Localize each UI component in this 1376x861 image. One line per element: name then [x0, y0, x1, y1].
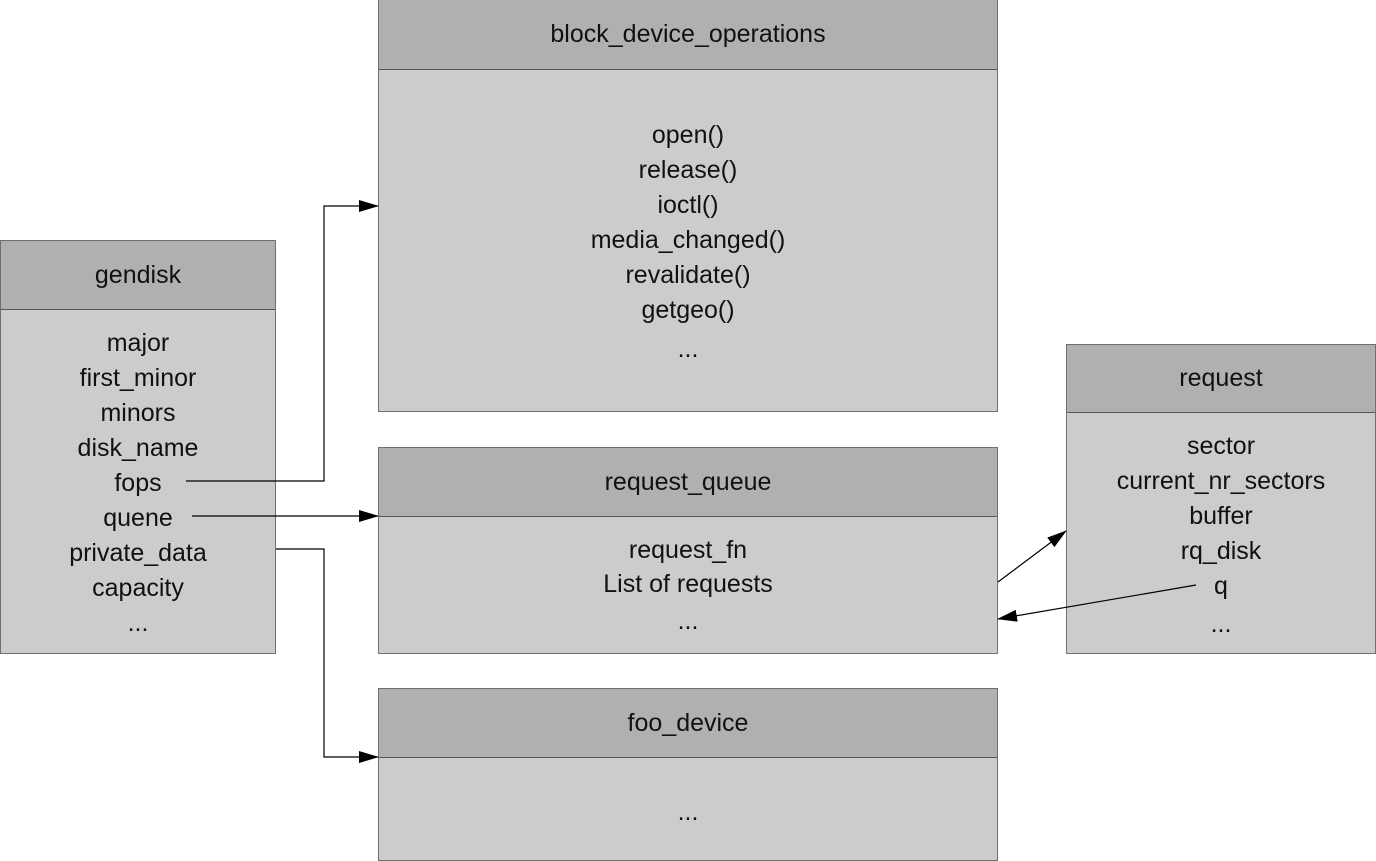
gendisk-title: gendisk [1, 241, 275, 310]
field-getgeo: getgeo() [641, 296, 735, 324]
field-major: major [106, 329, 170, 357]
field-current-nr-sectors: current_nr_sectors [1116, 467, 1326, 495]
block-device-operations-fields: open() release() ioctl() media_changed()… [379, 70, 997, 411]
field-ellipsis: ... [677, 335, 699, 363]
gendisk-fields: major first_minor minors disk_name fops … [1, 310, 275, 653]
field-fops: fops [114, 469, 162, 497]
arrow-private-data-to-foo-device [276, 548, 379, 763]
field-first-minor: first_minor [79, 364, 197, 392]
request-fields: sector current_nr_sectors buffer rq_disk… [1067, 413, 1375, 653]
block-device-operations-struct: block_device_operations open() release()… [378, 0, 998, 412]
foo-device-fields: ... [379, 758, 997, 860]
request-struct: request sector current_nr_sectors buffer… [1066, 344, 1376, 654]
field-minors: minors [100, 399, 176, 427]
field-media-changed: media_changed() [590, 226, 786, 254]
field-rq-disk: rq_disk [1180, 537, 1262, 565]
request-title: request [1067, 345, 1375, 413]
request-queue-fields: request_fn List of requests ... [379, 517, 997, 653]
field-private-data: private_data [69, 539, 207, 567]
field-ellipsis: ... [677, 607, 699, 635]
field-open: open() [651, 121, 725, 149]
field-sector: sector [1186, 432, 1256, 460]
field-ellipsis: ... [1210, 610, 1232, 638]
foo-device-struct: foo_device ... [378, 688, 998, 861]
field-ellipsis: ... [127, 609, 149, 637]
field-capacity: capacity [92, 574, 184, 602]
field-buffer: buffer [1189, 502, 1253, 530]
field-request-fn: request_fn [628, 536, 748, 564]
field-list-of-requests: List of requests [603, 570, 773, 598]
field-revalidate: revalidate() [625, 261, 751, 289]
request-queue-title: request_queue [379, 448, 997, 517]
foo-device-title: foo_device [379, 689, 997, 758]
field-release: release() [638, 156, 738, 184]
field-quene: quene [103, 504, 173, 532]
field-ioctl: ioctl() [657, 191, 719, 219]
request-queue-struct: request_queue request_fn List of request… [378, 447, 998, 654]
block-device-operations-title: block_device_operations [379, 0, 997, 70]
field-ellipsis: ... [677, 798, 699, 826]
gendisk-struct: gendisk major first_minor minors disk_na… [0, 240, 276, 654]
field-q: q [1214, 572, 1228, 600]
field-disk-name: disk_name [77, 434, 199, 462]
arrow-request-queue-to-request [997, 530, 1067, 583]
